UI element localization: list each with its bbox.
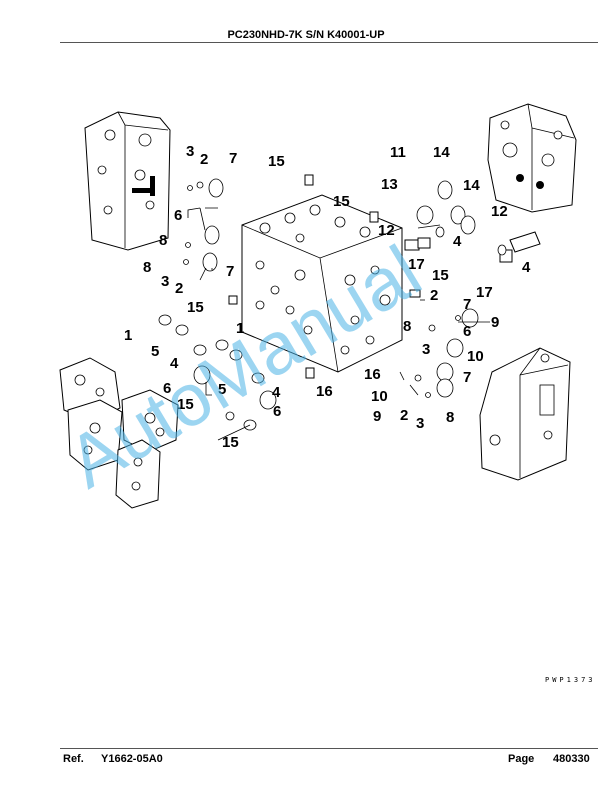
callout-7: 8 (446, 409, 454, 426)
callout-1: 1 (236, 320, 244, 337)
callout-labels: 1 1 2 2 2 2 3 3 3 3 4 4 4 4 5 5 6 6 6 6 … (124, 143, 531, 451)
callout-3: 3 (422, 341, 430, 358)
callout-7: 7 (463, 296, 471, 313)
callout-13: 14 (433, 144, 450, 161)
page-number: 480330 (553, 753, 590, 765)
main-valve-body (241, 194, 403, 373)
header-divider (60, 42, 598, 43)
section-block-left-3 (121, 389, 179, 453)
callout-12: 13 (381, 176, 398, 193)
callout-15: 15 (333, 193, 350, 210)
callout-3: 3 (186, 143, 194, 160)
callout-14: 15 (177, 396, 194, 413)
callout-8: 9 (491, 314, 499, 331)
leader-lines (187, 207, 490, 441)
callout-8: 8 (159, 232, 167, 249)
callout-9: 10 (371, 388, 388, 405)
callout-16: 17 (408, 256, 425, 273)
callout-6: 6 (273, 403, 281, 420)
end-cover-lower-right (479, 347, 571, 481)
callout-16: 17 (476, 284, 493, 301)
callout-11: 12 (491, 203, 508, 220)
callout-3: 3 (161, 273, 169, 290)
callout-6: 6 (163, 380, 171, 397)
callout-15: 16 (316, 383, 333, 400)
callout-8: 9 (373, 408, 381, 425)
seal-and-plug-parts (158, 174, 541, 431)
footer-divider (60, 748, 598, 749)
end-cover-upper-left (84, 111, 171, 251)
ref-value: Y1662-05A0 (101, 753, 163, 765)
callout-15: 15 (432, 267, 449, 284)
section-block-left-4 (115, 439, 161, 509)
callout-5: 5 (151, 343, 159, 360)
ref-label: Ref. (63, 753, 84, 765)
drawing-code: PWP1373 (545, 676, 596, 684)
callout-2: 2 (175, 280, 183, 297)
page-title: PC230NHD-7K S/N K40001-UP (227, 29, 385, 41)
callout-10: 12 (378, 222, 395, 239)
callout-9: 10 (467, 348, 484, 365)
callout-8: 8 (403, 318, 411, 335)
callout-15: 15 (187, 299, 204, 316)
page-label: Page (508, 753, 535, 765)
section-block-left-2 (67, 399, 123, 471)
callout-2: 2 (430, 287, 438, 304)
callout-10: 11 (390, 144, 406, 161)
callout-8: 8 (143, 259, 151, 276)
callout-14: 15 (222, 434, 239, 451)
callout-2: 2 (200, 151, 208, 168)
callout-7: 7 (226, 263, 234, 280)
callout-4: 4 (453, 233, 462, 250)
callout-1: 1 (124, 327, 132, 344)
callout-7: 7 (229, 150, 237, 167)
callout-4: 4 (272, 384, 281, 401)
end-cover-upper-right (487, 103, 577, 213)
callout-6: 7 (463, 369, 471, 386)
callout-6: 6 (174, 207, 182, 224)
callout-4: 4 (170, 355, 179, 372)
callout-3: 3 (416, 415, 424, 432)
callout-6: 6 (463, 323, 471, 340)
callout-15: 16 (364, 366, 381, 383)
callout-5: 5 (218, 381, 226, 398)
callout-2: 2 (400, 407, 408, 424)
callout-4: 4 (522, 259, 531, 276)
callout-15: 15 (268, 153, 285, 170)
callout-12: 14 (463, 177, 480, 194)
